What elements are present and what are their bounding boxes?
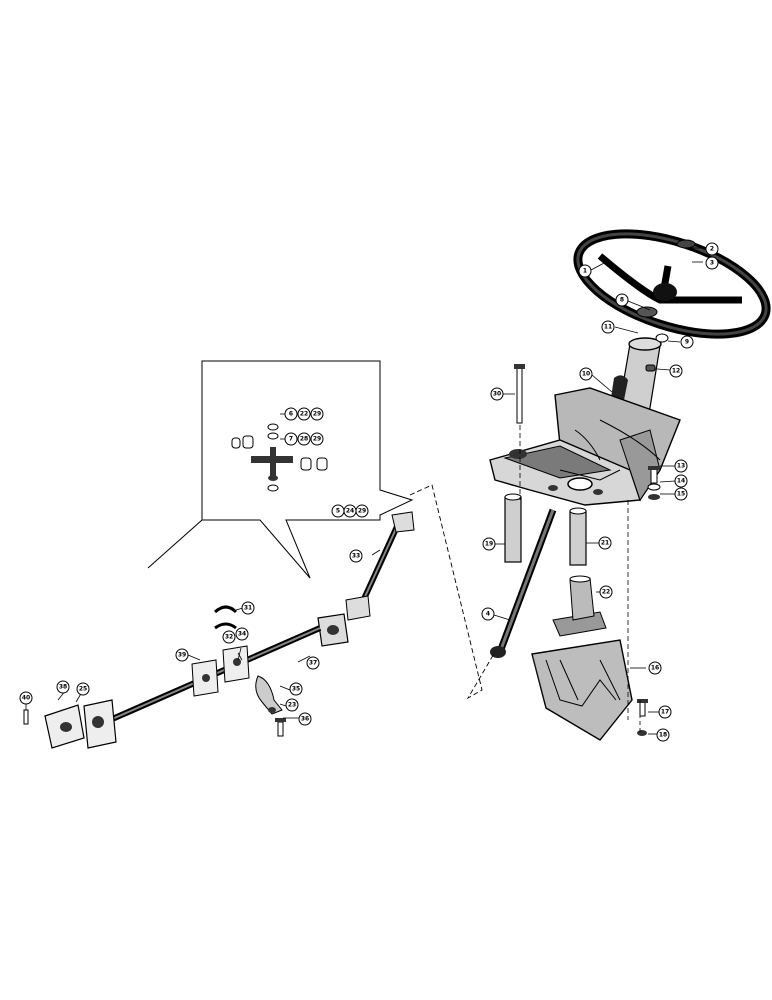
callout-10: 10 [579,367,593,381]
callout-36: 36 [298,712,312,726]
callout-21: 21 [598,536,612,550]
callout-11-label: 11 [604,324,612,331]
bolt-30 [514,364,525,424]
callout-32: 32 [222,630,236,644]
nut-9 [655,333,669,343]
pin-40 [23,709,29,725]
callout-4-label: 4 [486,611,490,618]
bolt-stack-13-15 [647,466,661,500]
callout-12: 12 [669,364,683,378]
callout-34-label: 34 [238,631,246,638]
callout-14: 14 [674,474,688,488]
callout-13-label: 13 [677,463,685,470]
inset-callout-row-1: 6 22 29 [284,407,324,421]
callout-33-label: 33 [352,553,360,560]
callout-33: 33 [349,549,363,563]
callout-17: 17 [658,705,672,719]
callout-15-label: 15 [677,491,685,498]
pitman-arm-35 [255,675,283,715]
callout-8: 8 [615,293,629,307]
inset-callout-row-3: 5 24 29 [331,504,369,518]
callout-9: 9 [680,335,694,349]
flange-plates [191,645,250,697]
callout-17-label: 17 [661,709,669,716]
bolt-17 [637,699,648,717]
callout-8-label: 8 [620,297,624,304]
callout-2: 2 [705,242,719,256]
callout-16-label: 16 [651,665,659,672]
callout-9-label: 9 [685,339,689,346]
steering-wheel [573,229,771,339]
washer-18 [637,730,647,736]
callout-30: 30 [490,387,504,401]
inset-row2-a: 7 [289,436,293,443]
callout-14-label: 14 [677,478,685,485]
callout-25-label: 25 [79,686,87,693]
callout-34: 34 [235,627,249,641]
callout-3: 3 [705,256,719,270]
tube-21 [569,507,587,566]
callout-19: 19 [482,537,496,551]
callout-25: 25 [76,682,90,696]
inset-row1-b: 22 [300,411,308,418]
centerlines [409,425,641,733]
callout-30-label: 30 [493,391,501,398]
bracket-22 [552,575,607,637]
callout-32-label: 32 [225,634,233,641]
end-yoke-38 [44,699,117,749]
plug-12 [645,364,656,372]
callout-31-label: 31 [244,605,252,612]
callout-18-label: 18 [659,732,667,739]
callout-31: 31 [241,601,255,615]
callout-40: 40 [19,691,33,705]
callout-35: 35 [289,682,303,696]
callout-39: 39 [175,648,189,662]
callout-35-label: 35 [292,686,300,693]
callout-3-label: 3 [710,260,714,267]
callout-39-label: 39 [178,652,186,659]
callout-38: 38 [56,680,70,694]
inset-row3-a: 5 [336,508,340,515]
callout-23: 23 [285,698,299,712]
callout-16: 16 [648,661,662,675]
clamp-31 [213,605,238,630]
inset-row1-a: 6 [289,411,293,418]
callout-12-label: 12 [672,368,680,375]
callout-22-label: 22 [602,589,610,596]
callout-4: 4 [481,607,495,621]
callout-37-label: 37 [309,660,317,667]
callout-36-label: 36 [301,716,309,723]
bolt-36 [275,718,286,737]
inset-row2-b: 28 [300,436,308,443]
universal-joint-inset [147,360,414,579]
steering-column-housing [489,306,681,506]
callout-23-label: 23 [288,702,296,709]
callout-19-label: 19 [485,541,493,548]
callout-38-label: 38 [59,684,67,691]
steering-shaft-4 [490,508,557,658]
callout-40-label: 40 [22,695,30,702]
inset-callout-row-2: 7 28 29 [284,432,324,446]
callout-13: 13 [674,459,688,473]
inset-row3-b: 24 [346,508,354,515]
callout-21-label: 21 [601,540,609,547]
inset-row1-c: 29 [313,411,321,418]
callout-1-label: 1 [583,268,587,275]
inset-row3-c: 29 [358,508,366,515]
callout-37: 37 [306,656,320,670]
callout-1: 1 [578,264,592,278]
tube-19 [504,493,522,563]
callout-2-label: 2 [710,246,714,253]
callout-22: 22 [599,585,613,599]
callout-10-label: 10 [582,371,590,378]
callout-18: 18 [656,728,670,742]
support-bracket-16 [531,639,633,741]
callout-15: 15 [674,487,688,501]
universal-joint-lower [317,613,349,647]
inset-row2-c: 29 [313,436,321,443]
callout-11: 11 [601,320,615,334]
intermediate-shaft-33 [345,511,415,621]
